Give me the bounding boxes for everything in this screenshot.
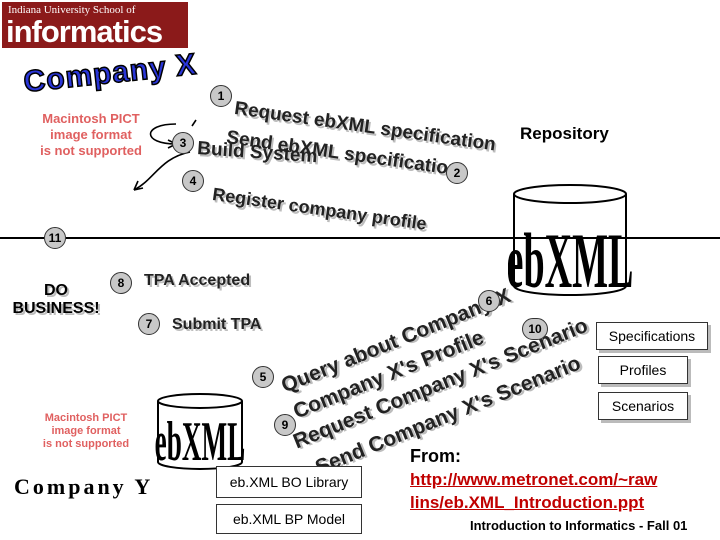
source-from-label: From:: [410, 446, 461, 466]
do-business-label: DO BUSINESS!: [6, 282, 106, 318]
loop-arrows: [133, 119, 197, 191]
local-cylinder-icon: ebXML: [155, 393, 246, 472]
pict-small-line1: Macintosh PICT: [44, 412, 128, 424]
do-business-line1: DO: [44, 282, 68, 299]
footer-text: Introduction to Informatics - Fall 01: [470, 518, 688, 533]
step-2-badge: 2: [446, 162, 468, 184]
source-url-line1[interactable]: http://www.metronet.com/~raw: [410, 470, 658, 489]
step-8-badge: 8: [110, 272, 132, 294]
company-y-label: Company Y: [14, 474, 154, 499]
step-4-label: Register company profile: [211, 184, 428, 234]
svg-text:ebXML: ebXML: [155, 410, 246, 472]
step-4-badge: 4: [182, 170, 204, 192]
step-10-badge: 10: [522, 318, 548, 340]
bp-model-box: eb.XML BP Model: [216, 504, 362, 534]
school-logo: Indiana University School of informatics: [2, 2, 188, 49]
scenarios-box: Scenarios: [598, 392, 688, 420]
company-x-label: Company X: [21, 47, 199, 100]
step-11-arrow: [0, 237, 720, 239]
logo-line2: informatics: [6, 14, 163, 49]
do-business-line2: BUSINESS!: [12, 300, 100, 317]
specifications-box: Specifications: [596, 322, 708, 350]
pict-placeholder-top: Macintosh PICT image format is not suppo…: [38, 111, 144, 159]
pict-small-line2: image format: [51, 425, 121, 437]
source-url-line2[interactable]: lins/eb.XML_Introduction.ppt: [410, 493, 645, 512]
pict-placeholder-bottom: Macintosh PICT image format is not suppo…: [38, 412, 134, 451]
pict-line2: image format: [50, 127, 132, 142]
step-7-label: Submit TPA: [172, 316, 262, 333]
bo-library-box: eb.XML BO Library: [216, 466, 362, 498]
repository-cylinder-icon: ebXML: [508, 184, 632, 302]
svg-text:ebXML: ebXML: [508, 218, 632, 302]
step-7-badge: 7: [138, 313, 160, 335]
pict-small-line3: is not supported: [42, 438, 130, 450]
repository-label: Repository: [520, 124, 609, 143]
step-6-badge: 6: [478, 290, 500, 312]
pict-line1: Macintosh PICT: [42, 111, 140, 126]
step-5-badge: 5: [252, 366, 274, 388]
step-1-badge: 1: [210, 85, 232, 107]
pict-line3: is not supported: [40, 143, 142, 158]
profiles-box: Profiles: [598, 356, 688, 384]
logo-line1: Indiana University School of: [8, 4, 136, 16]
step-8-label: TPA Accepted: [144, 272, 251, 289]
step-9-badge: 9: [274, 414, 296, 436]
step-11-badge: 11: [44, 227, 66, 249]
step-3-badge: 3: [172, 132, 194, 154]
